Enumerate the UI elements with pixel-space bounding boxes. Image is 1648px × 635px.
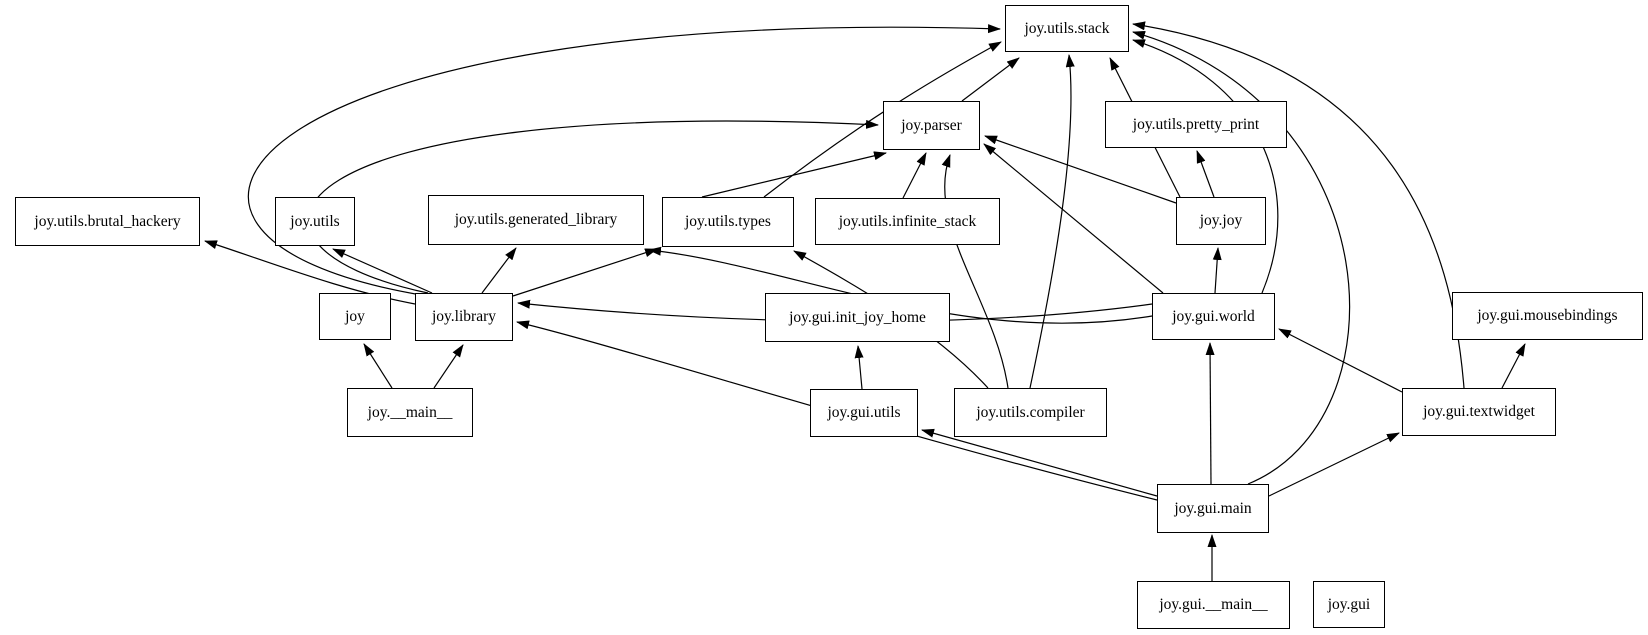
node-joy-utils-brutal-hackery: joy.utils.brutal_hackery: [15, 197, 200, 246]
node-label: joy.utils.infinite_stack: [838, 212, 977, 230]
edge-joy-gui-main-to-joy-library: [516, 320, 1158, 501]
node-joy-gui: joy.gui: [1313, 581, 1385, 628]
node-label: joy.gui: [1327, 595, 1371, 613]
edge-joy-main-to-joy-library: [433, 344, 464, 389]
node-label: joy.utils.pretty_print: [1132, 115, 1260, 133]
node-joy-gui-world: joy.gui.world: [1152, 293, 1275, 340]
node-joy-gui-mousebindings: joy.gui.mousebindings: [1452, 292, 1643, 340]
node-joy-utils-pretty-print: joy.utils.pretty_print: [1105, 101, 1287, 148]
edge-joy-library-to-joy-utils-stack: [247, 24, 1001, 296]
edge-joy-utils-infinite-stack-to-joy-parser: [902, 152, 927, 199]
node-joy-parser: joy.parser: [883, 101, 980, 150]
node-label: joy.library: [432, 308, 496, 326]
node-joy-gui-init-joy-home: joy.gui.init_joy_home: [765, 293, 950, 342]
node-label: joy.gui.textwidget: [1423, 403, 1535, 421]
node-label: joy.gui.init_joy_home: [789, 308, 926, 326]
node-label: joy.gui.mousebindings: [1477, 307, 1618, 325]
node-joy-main: joy.__main__: [347, 388, 473, 437]
edge-joy-utils-compiler-to-joy-parser: [941, 154, 1009, 389]
edge-joy-main-to-joy: [363, 343, 393, 389]
edge-joy-gui-main-to-joy-gui-textwidget: [1268, 432, 1400, 497]
edge-joy-gui-main-to-joy-utils-stack: [1132, 30, 1351, 485]
edge-joy-gui-world-to-joy-parser: [983, 143, 1164, 294]
node-joy-gui-textwidget: joy.gui.textwidget: [1402, 388, 1556, 436]
node-label: joy.joy: [1199, 212, 1243, 230]
edge-joy-joy-to-joy-utils-pretty-print: [1196, 150, 1215, 198]
node-joy-utils-generated-library: joy.utils.generated_library: [428, 195, 644, 245]
node-label: joy.utils.stack: [1024, 19, 1110, 37]
edge-joy-gui-textwidget-to-joy-gui-mousebindings: [1501, 343, 1526, 389]
node-label: joy.utils.brutal_hackery: [34, 212, 181, 230]
edge-joy-gui-utils-to-joy-gui-init-joy-home: [854, 345, 864, 390]
node-joy-joy: joy.joy: [1176, 197, 1266, 245]
edge-joy-gui-main-to-joy-gui-world: [1205, 342, 1215, 485]
node-label: joy.utils.compiler: [976, 403, 1085, 421]
edge-joy-library-to-joy-utils-types: [512, 248, 658, 297]
edge-joy-gui-textwidget-to-joy-gui-world: [1278, 328, 1403, 393]
node-joy: joy: [319, 293, 391, 340]
node-joy-gui-main: joy.gui.__main__: [1137, 581, 1290, 629]
node-label: joy.gui.world: [1172, 307, 1255, 325]
edge-joy-utils-types-to-joy-utils-stack: [763, 41, 1002, 198]
edge-joy-gui-world-to-joy-utils-stack: [1132, 39, 1279, 294]
edge-joy-utils-types-to-joy-parser: [701, 151, 887, 198]
edge-joy-library-to-joy-utils: [332, 248, 433, 294]
node-joy-library: joy.library: [415, 293, 513, 341]
node-joy-utils-types: joy.utils.types: [662, 197, 794, 247]
node-label: joy.parser: [901, 116, 962, 134]
node-label: joy.utils.generated_library: [454, 211, 618, 229]
edge-joy-parser-to-joy-utils-stack: [961, 57, 1020, 102]
edge-joy-joy-to-joy-parser: [984, 135, 1177, 204]
node-label: joy.gui.__main__: [1159, 596, 1268, 614]
edge-joy-library-to-joy-utils-generated-library: [481, 247, 517, 294]
node-joy-gui-main: joy.gui.main: [1157, 484, 1269, 533]
edge-joy-gui-main-to-joy-gui-utils: [921, 428, 1158, 497]
edge-joy-utils-compiler-to-joy-utils-stack: [1029, 54, 1075, 389]
node-joy-gui-utils: joy.gui.utils: [810, 389, 918, 437]
node-label: joy: [345, 307, 365, 325]
edge-joy-library-to-joy-parser: [307, 119, 879, 294]
node-joy-utils-stack: joy.utils.stack: [1005, 5, 1129, 52]
node-label: joy.utils: [290, 212, 340, 230]
node-joy-utils: joy.utils: [275, 197, 355, 246]
edge-joy-gui-world-to-joy-joy: [1212, 247, 1222, 294]
node-joy-utils-infinite-stack: joy.utils.infinite_stack: [815, 198, 1000, 245]
node-label: joy.gui.main: [1174, 499, 1252, 517]
node-label: joy.__main__: [367, 403, 453, 421]
node-label: joy.utils.types: [685, 213, 771, 231]
node-label: joy.gui.utils: [827, 404, 901, 422]
node-joy-utils-compiler: joy.utils.compiler: [954, 388, 1107, 437]
